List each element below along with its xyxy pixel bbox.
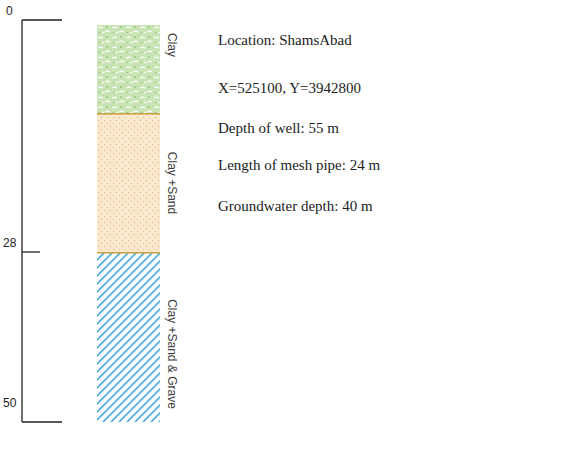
layer-boundary [97, 113, 160, 115]
axis-lines [22, 20, 62, 422]
well-info: Depth of well: 55 m [218, 120, 339, 137]
layer-pattern [97, 25, 160, 113]
layer-fill [97, 25, 160, 113]
well-info: Groundwater depth: 40 m [218, 198, 373, 215]
depth-tick-label: 50 [3, 396, 16, 410]
depth-tick-label: 0 [6, 4, 13, 18]
layer-name: Clay [165, 31, 179, 59]
layer-fill [97, 252, 160, 422]
layer-pattern [97, 252, 160, 422]
layer-boundary [97, 252, 160, 254]
soil-layer: Clay +Sand & Grave [97, 252, 192, 422]
layer-name: Clay +Sand [165, 150, 179, 216]
layer-fill [97, 113, 160, 252]
depth-tick-label: 28 [3, 236, 16, 250]
soil-layer: Clay +Sand [97, 113, 192, 252]
well-info: Length of mesh pipe: 24 m [218, 157, 380, 174]
well-info: X=525100, Y=3942800 [218, 80, 361, 97]
soil-layer: Clay [97, 25, 192, 113]
layer-name: Clay +Sand & Grave [165, 297, 179, 411]
well-info: Location: ShamsAbad [218, 32, 352, 49]
layer-pattern [97, 113, 160, 252]
